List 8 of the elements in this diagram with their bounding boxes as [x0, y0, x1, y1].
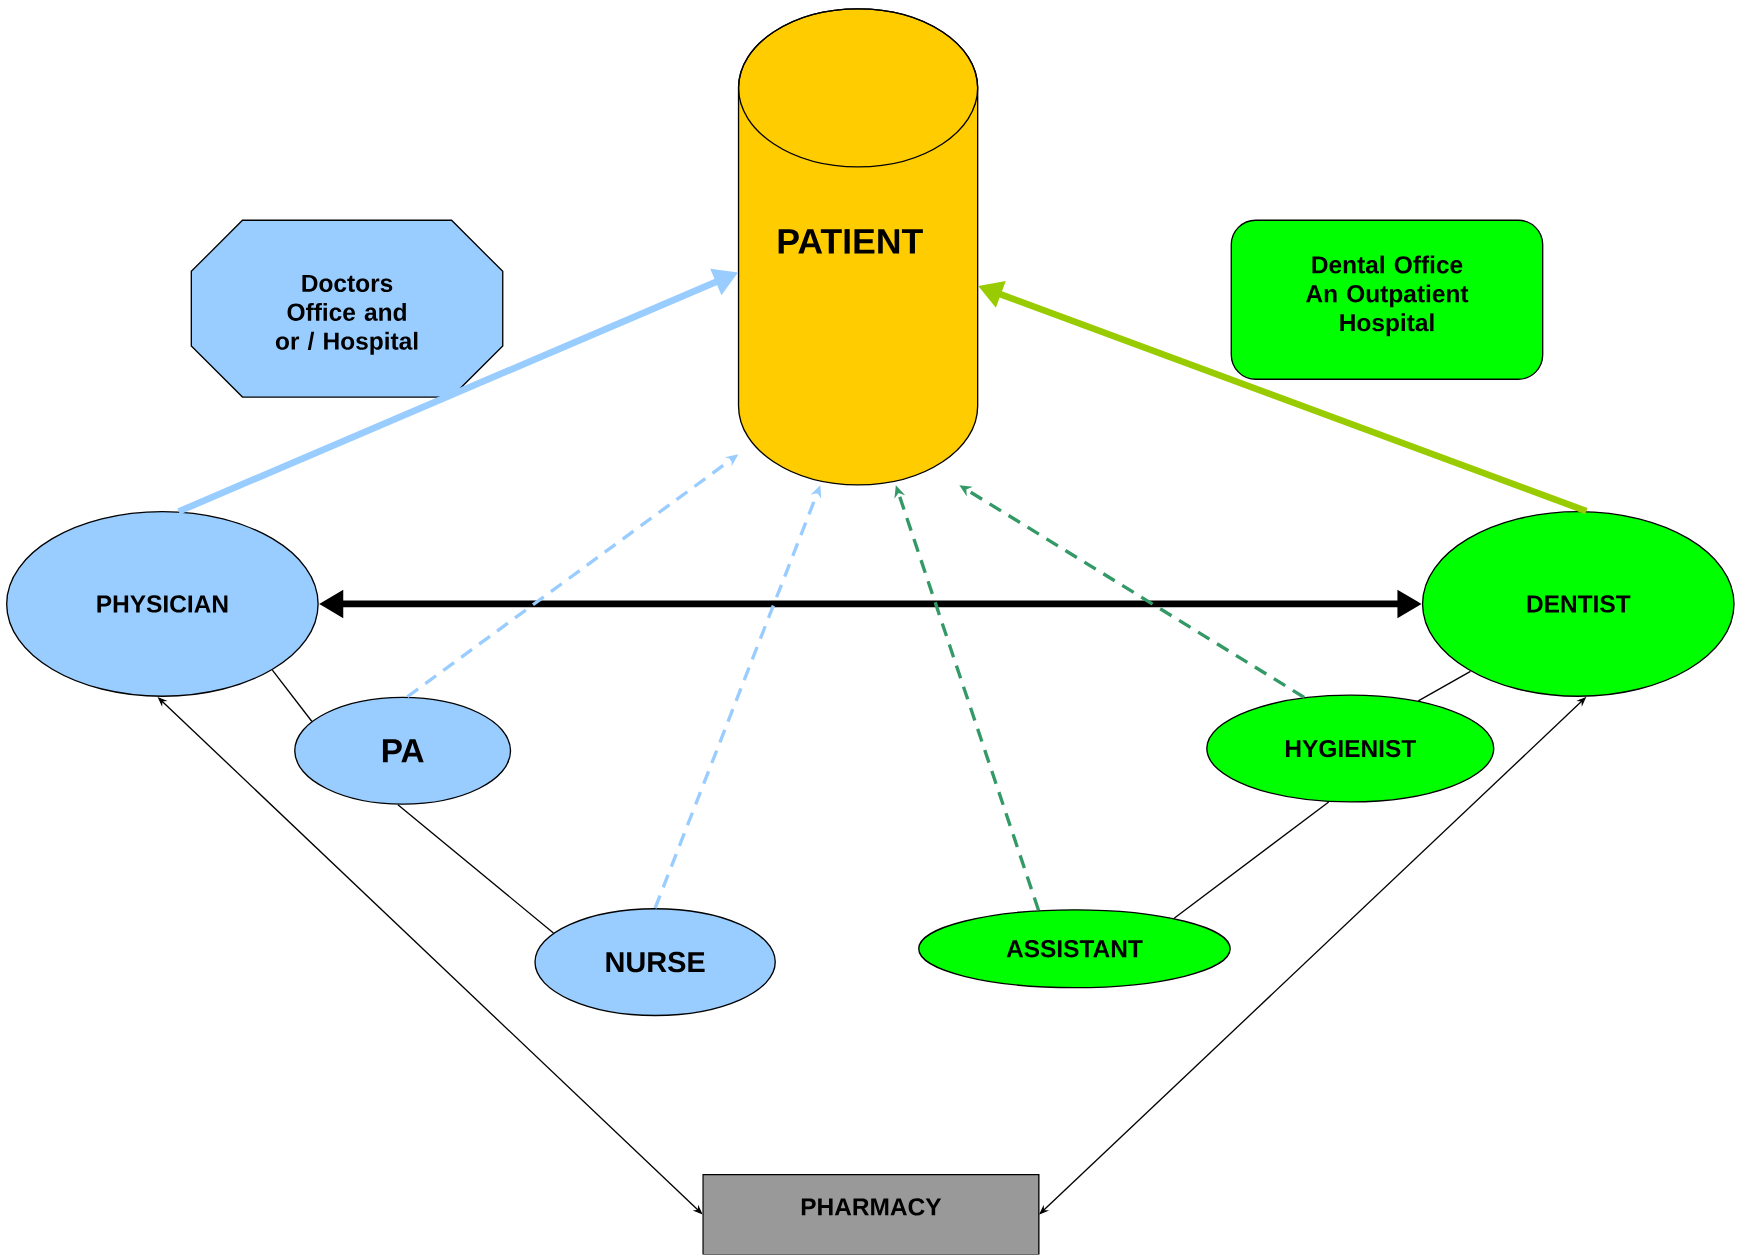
- office-octagon: Doctors Office and or / Hospital: [190, 219, 504, 398]
- pharmacy-box: PHARMACY: [702, 1174, 1040, 1255]
- connector-line: [1417, 670, 1472, 702]
- patient-cylinder: PATIENT: [737, 8, 979, 486]
- office-box: Dental Office An Outpatient Hospital: [1230, 219, 1544, 381]
- connector-line: [397, 804, 555, 934]
- connector-line: [271, 669, 313, 723]
- connector-line: [1173, 801, 1330, 920]
